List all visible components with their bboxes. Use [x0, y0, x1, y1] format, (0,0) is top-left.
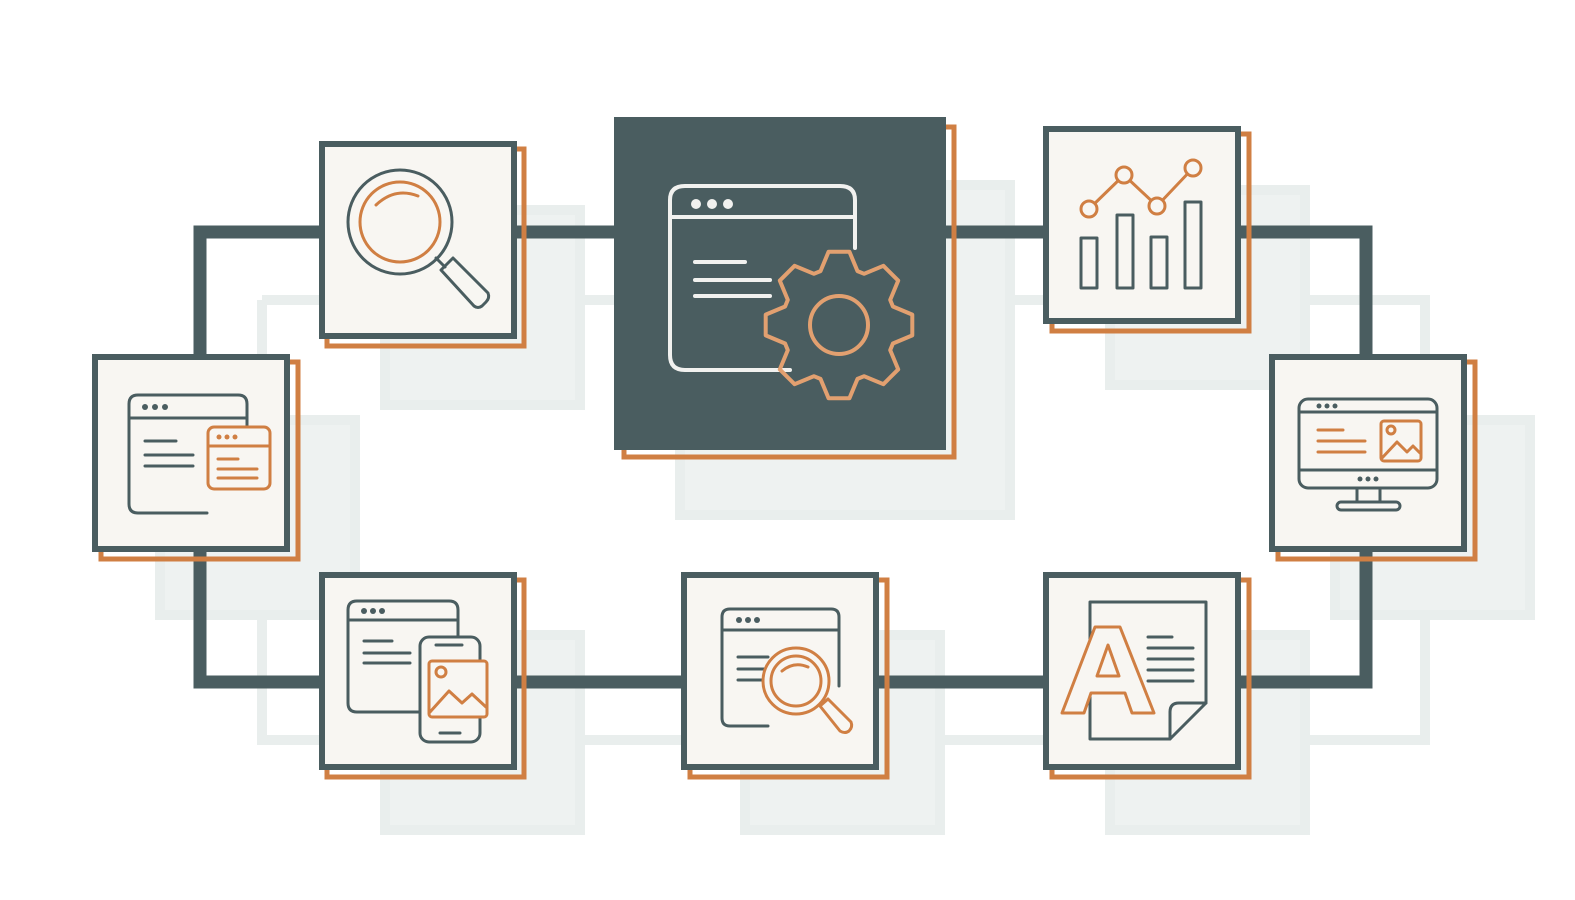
browser-search-icon: [720, 607, 854, 734]
analytics-chart-icon: [1079, 158, 1203, 290]
node-analytics: [1043, 126, 1252, 334]
magnifying-glass-icon: [346, 168, 491, 309]
browser-windows-icon: [127, 393, 272, 515]
node-typography: [1043, 572, 1252, 780]
browser-settings-gear-icon: [668, 184, 915, 401]
node-desktop-monitor: [1269, 354, 1478, 562]
connector-loop: [193, 225, 1373, 689]
gear-icon: [763, 249, 915, 401]
typography-document-icon: [1060, 600, 1208, 741]
node-browser-windows: [92, 354, 301, 562]
responsive-devices-icon: [346, 599, 489, 744]
node-browser-search: [681, 572, 890, 780]
node-center: [614, 117, 957, 460]
node-search: [319, 141, 527, 349]
desktop-monitor-image-icon: [1297, 397, 1439, 512]
node-responsive-devices: [319, 572, 527, 780]
